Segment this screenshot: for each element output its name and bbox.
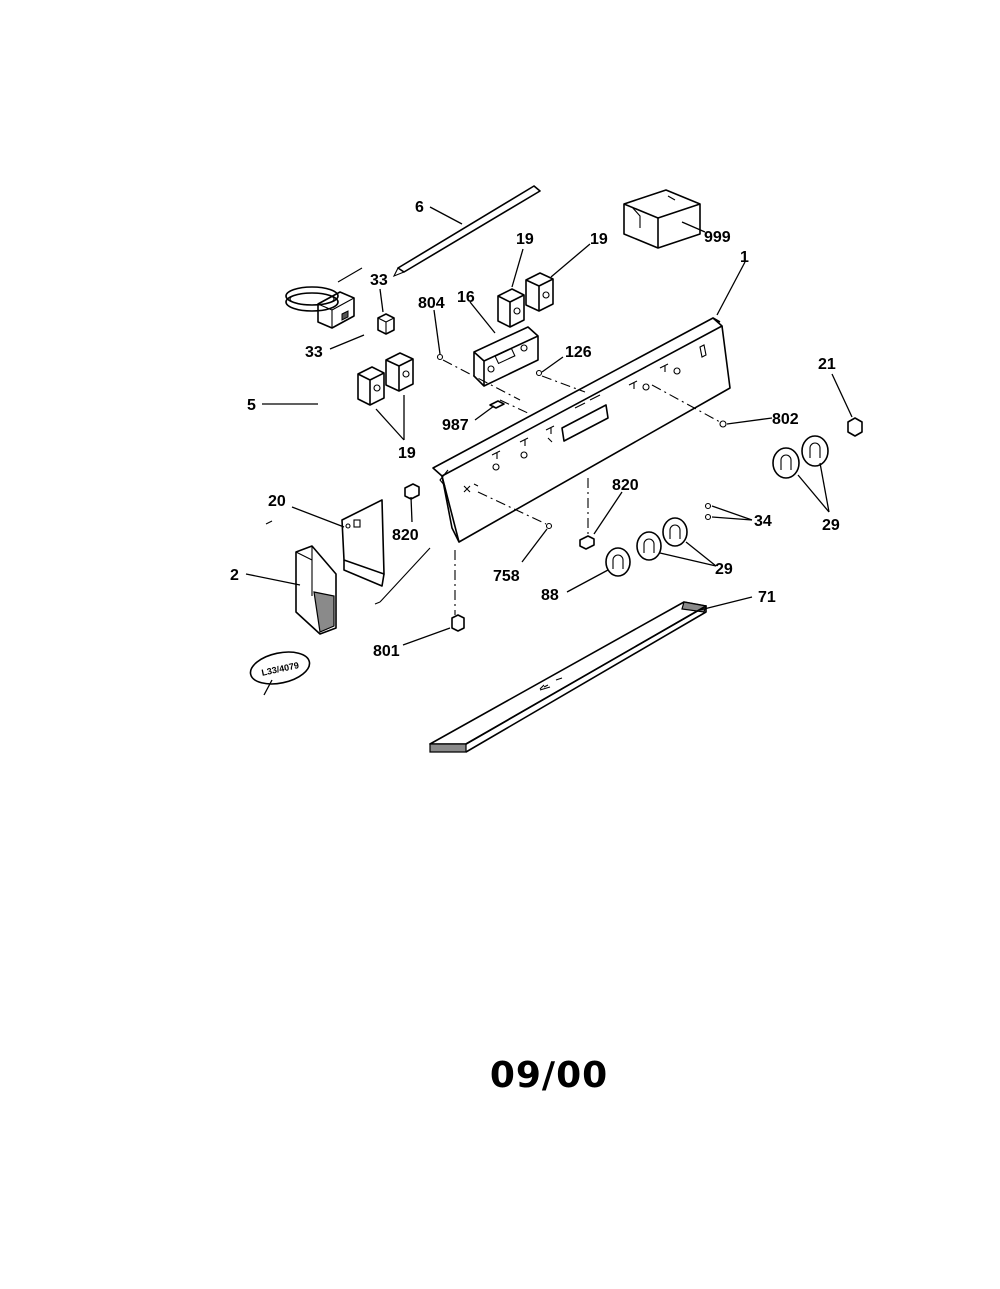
assembly-line-758	[477, 491, 547, 525]
part-2-end-cap	[295, 545, 337, 635]
part-820-clip-left	[404, 483, 420, 500]
label-34: 34	[754, 513, 772, 530]
part-29-knob-c	[636, 531, 662, 561]
leader-33a	[379, 288, 384, 313]
leader-126	[541, 356, 564, 373]
part-19-switch-d	[385, 352, 414, 392]
leader-19a	[511, 248, 524, 288]
label-2: 2	[230, 567, 239, 584]
leader-820a	[410, 496, 413, 523]
label-33b: 33	[305, 344, 323, 361]
part-16-display-board	[473, 326, 539, 387]
part-29-knob-b	[801, 435, 829, 467]
leader-20	[291, 506, 345, 528]
label-29a: 29	[822, 517, 840, 534]
label-71: 71	[758, 589, 776, 606]
leader-19b	[550, 243, 591, 278]
part-19-switch-a	[497, 288, 525, 328]
leader-804	[433, 309, 441, 355]
part-34-screw-a	[704, 502, 712, 510]
leader-987	[474, 405, 495, 421]
label-29b: 29	[715, 561, 733, 578]
leader-34-1	[711, 505, 753, 521]
part-820-clip-center	[579, 535, 595, 550]
assembly-line-804	[442, 359, 521, 401]
label-801: 801	[373, 643, 400, 660]
part-29-knob-d	[662, 517, 688, 547]
leader-758	[521, 528, 548, 563]
part-801-screw	[451, 614, 465, 632]
label-6: 6	[415, 199, 424, 216]
part-20-screw	[265, 520, 273, 525]
part-71-trim-strip	[429, 601, 707, 753]
part-126-screw	[535, 369, 543, 377]
leader-29a-2	[819, 462, 830, 513]
label-758: 758	[493, 568, 520, 585]
part-6-strip	[392, 185, 541, 278]
part-987-clip	[489, 400, 505, 409]
leader-33b	[329, 334, 365, 350]
leader-19c-1	[375, 408, 405, 441]
leader-29a-1	[797, 474, 830, 513]
part-999-box	[623, 189, 701, 249]
literature-tag: L33/4079	[249, 651, 311, 696]
leader-802	[726, 417, 773, 425]
part-802-screw	[719, 420, 727, 428]
leader-71	[699, 596, 753, 611]
part-20-bracket	[341, 499, 431, 605]
part-33-block-a	[377, 313, 395, 335]
assembly-line-802	[651, 384, 721, 423]
label-21: 21	[818, 356, 836, 373]
part-19-switch-b	[525, 272, 554, 312]
assembly-line-126	[541, 375, 586, 393]
leader-801	[402, 627, 451, 646]
label-999: 999	[704, 229, 731, 246]
label-19c: 19	[398, 445, 416, 462]
part-88-knob	[605, 547, 631, 577]
part-1-control-panel	[432, 317, 731, 543]
leader-88	[566, 569, 609, 593]
leader-16	[469, 301, 496, 334]
label-19a: 19	[516, 231, 534, 248]
part-34-screw-b	[704, 513, 712, 521]
leader-999	[681, 221, 706, 233]
label-804: 804	[418, 295, 445, 312]
label-16: 16	[457, 289, 475, 306]
assembly-line-987	[499, 399, 531, 415]
label-126: 126	[565, 344, 592, 361]
leader-820b	[593, 491, 623, 535]
label-20: 20	[268, 493, 286, 510]
leader-29b-2	[685, 541, 717, 567]
label-33a: 33	[370, 272, 388, 289]
label-987: 987	[442, 417, 469, 434]
leader-2	[245, 573, 301, 586]
date-code: 09/00	[489, 1055, 609, 1096]
label-820a: 820	[392, 527, 419, 544]
part-21-clip	[847, 417, 863, 437]
part-19-switch-c	[357, 366, 385, 406]
label-1: 1	[740, 249, 749, 266]
leader-1	[716, 261, 746, 316]
part-5-coil-assembly	[285, 267, 363, 329]
leader-6	[429, 206, 463, 225]
part-758-screw	[545, 522, 553, 530]
part-29-knob-a	[772, 447, 800, 479]
leader-29b-1	[659, 552, 717, 567]
label-802: 802	[772, 411, 799, 428]
label-19b: 19	[590, 231, 608, 248]
part-804-screw	[436, 353, 444, 361]
leader-21	[831, 373, 853, 418]
label-820b: 820	[612, 477, 639, 494]
label-5: 5	[247, 397, 256, 414]
leader-34-2	[711, 516, 753, 521]
label-88: 88	[541, 587, 559, 604]
